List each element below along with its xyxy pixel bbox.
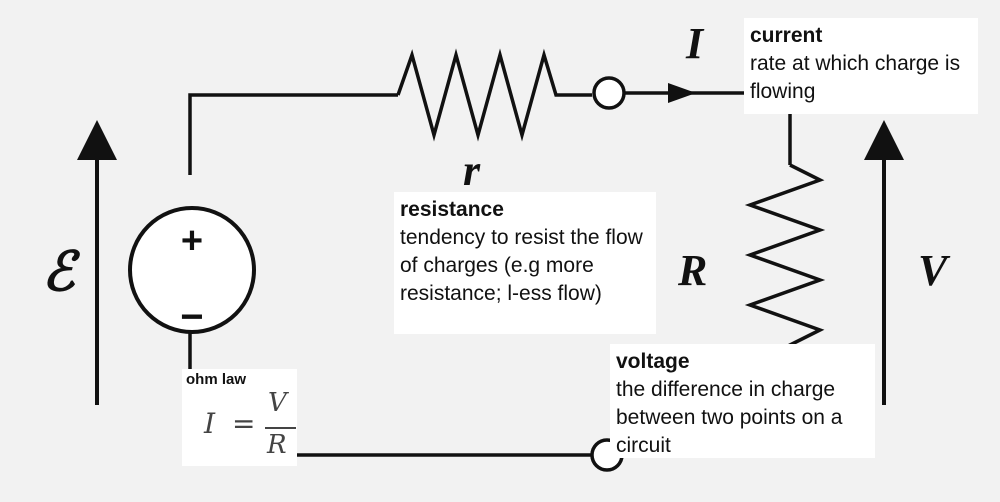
battery-source (128, 206, 256, 334)
formula-equals: = (232, 407, 256, 440)
load-resistance-symbol: R (677, 246, 707, 295)
resistance-note-heading: resistance (400, 198, 504, 221)
resistance-note: resistance tendency to resist the flow o… (394, 192, 656, 334)
voltage-note: voltage the difference in charge between… (610, 344, 875, 458)
voltage-note-heading: voltage (616, 350, 690, 373)
internal-resistor-zigzag (396, 48, 592, 142)
terminal-top (592, 76, 626, 110)
formula-numerator: V (268, 388, 287, 418)
current-arrowhead (668, 83, 696, 103)
load-resistor-zigzag (744, 163, 826, 360)
current-note-body: rate at which charge is flowing (750, 52, 961, 103)
formula-denominator: R (267, 430, 287, 460)
current-note: current rate at which charge is flowing (744, 18, 978, 114)
voltage-note-body: the difference in charge between two poi… (616, 378, 843, 457)
formula-current: I (204, 407, 216, 440)
internal-resistance-symbol: r (463, 146, 481, 195)
voltage-symbol: V (918, 246, 951, 295)
wire-top-left (188, 93, 398, 175)
resistance-note-body: tendency to resist the flow of charges (… (400, 226, 643, 305)
battery-minus-sign: − (180, 295, 203, 339)
ohm-law-note: ohm law I = V R (182, 369, 297, 466)
ohm-law-heading: ohm law (186, 371, 247, 388)
current-symbol: I (685, 19, 705, 68)
emf-symbol: ℰ (42, 242, 81, 302)
formula-fraction-bar (265, 427, 296, 429)
ohm-law-formula: I = V R (186, 388, 296, 463)
current-note-heading: current (750, 24, 823, 47)
battery-plus-sign: + (181, 220, 203, 262)
